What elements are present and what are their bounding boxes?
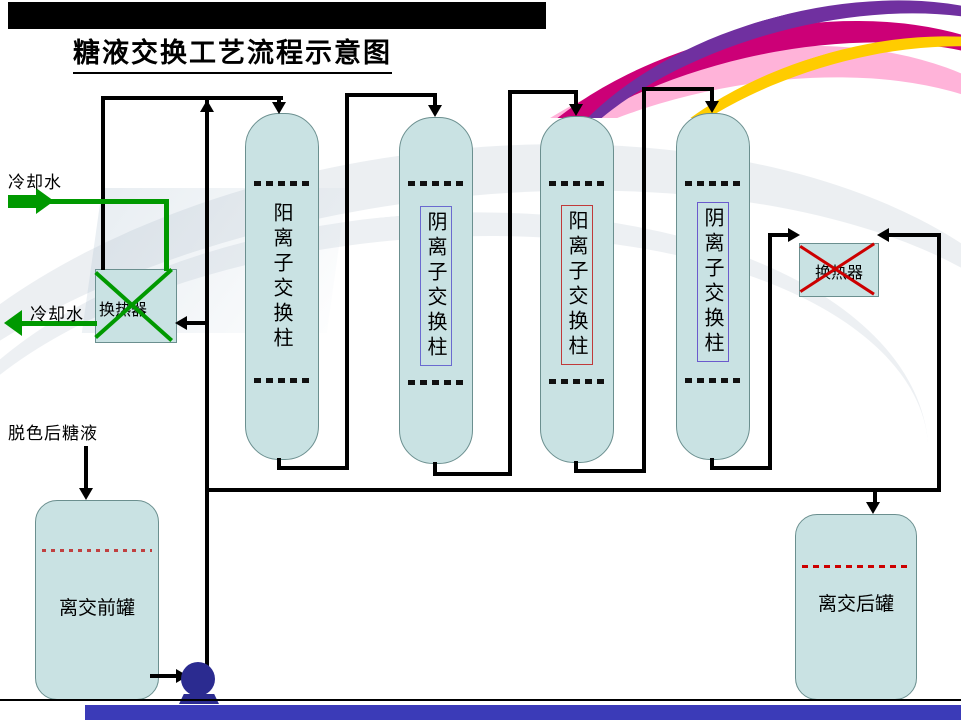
flow-arrow-left-icon bbox=[175, 316, 187, 330]
pipe-segment bbox=[937, 233, 941, 492]
pipe-segment bbox=[277, 458, 281, 470]
column-4-label: 阴离子交换柱 bbox=[697, 202, 729, 362]
ground-line bbox=[0, 699, 961, 701]
swoosh-magenta bbox=[500, 0, 961, 118]
resin-bed-line bbox=[549, 181, 605, 186]
pipe-segment bbox=[574, 469, 646, 473]
feed-liquid-label: 脱色后糖液 bbox=[8, 424, 98, 444]
column-3-label: 阳离子交换柱 bbox=[561, 205, 593, 365]
post-exchange-tank-label: 离交后罐 bbox=[817, 593, 894, 615]
cooling-water-arrow-left-icon bbox=[4, 310, 22, 336]
pipe-segment bbox=[101, 96, 283, 100]
resin-bed-line bbox=[685, 181, 741, 186]
pipe-segment bbox=[710, 458, 714, 470]
pump-icon bbox=[181, 662, 215, 696]
pipe-segment bbox=[642, 87, 646, 473]
resin-bed-line bbox=[254, 378, 310, 383]
pipe-segment bbox=[277, 466, 349, 470]
pre-exchange-tank-label: 离交前罐 bbox=[58, 597, 135, 619]
liquid-level-line bbox=[42, 549, 152, 552]
pipe-segment bbox=[574, 90, 578, 104]
pipe-segment bbox=[887, 233, 941, 237]
cooling-water-arrow-right-icon bbox=[36, 188, 54, 214]
column-1-label: 阳离子交换柱 bbox=[270, 202, 294, 352]
page-title: 糖液交换工艺流程示意图 bbox=[73, 31, 392, 74]
resin-bed-line bbox=[408, 380, 464, 385]
pipe-segment bbox=[873, 488, 877, 504]
flow-arrow-right-icon bbox=[788, 228, 800, 242]
ion-exchange-column-2: 阴离子交换柱 bbox=[399, 117, 473, 464]
cooling-water-line bbox=[8, 195, 38, 208]
flow-arrow-up-icon bbox=[200, 100, 214, 112]
flow-arrow-down-icon bbox=[705, 101, 719, 113]
pipe-segment bbox=[433, 472, 512, 476]
pipe-segment bbox=[205, 100, 209, 683]
top-black-bar bbox=[8, 2, 546, 29]
cooling-water-line bbox=[8, 199, 168, 204]
pipe-segment bbox=[345, 93, 437, 97]
pipe-segment bbox=[345, 93, 349, 470]
cooling-water-out-label: 冷却水 bbox=[30, 305, 84, 325]
cooling-water-line bbox=[164, 199, 169, 271]
swoosh-pink bbox=[500, 0, 961, 118]
flow-arrow-left-icon bbox=[877, 228, 889, 242]
pipe-segment bbox=[710, 466, 772, 470]
ion-exchange-column-1: 阳离子交换柱 bbox=[245, 113, 319, 460]
pipe-segment bbox=[710, 87, 714, 101]
pre-exchange-tank: 离交前罐 bbox=[35, 500, 159, 700]
swoosh-purple bbox=[500, 0, 961, 118]
flow-arrow-down-icon bbox=[569, 104, 583, 116]
pipe-segment bbox=[185, 321, 209, 325]
pipe-segment bbox=[150, 674, 178, 678]
flow-arrow-down-icon bbox=[272, 102, 286, 114]
resin-bed-line bbox=[254, 181, 310, 186]
pipe-segment bbox=[277, 96, 281, 104]
pipe-segment bbox=[205, 488, 941, 492]
pipe-segment bbox=[508, 90, 578, 94]
pipe-segment bbox=[642, 87, 714, 91]
header-decoration bbox=[500, 0, 961, 118]
liquid-level-line bbox=[802, 565, 910, 568]
flow-arrow-down-icon bbox=[79, 488, 93, 500]
pipe-segment bbox=[84, 446, 88, 490]
pipe-segment bbox=[768, 233, 772, 470]
cooling-water-line bbox=[18, 321, 97, 326]
resin-bed-line bbox=[408, 181, 464, 186]
flow-arrow-down-icon bbox=[866, 502, 880, 514]
pipe-segment bbox=[433, 93, 437, 105]
flow-arrow-down-icon bbox=[428, 105, 442, 117]
pipe-segment bbox=[433, 462, 437, 476]
column-2-label: 阴离子交换柱 bbox=[420, 206, 452, 366]
pipe-segment bbox=[508, 90, 512, 476]
cooling-water-in-label: 冷却水 bbox=[8, 173, 62, 193]
pipe-segment bbox=[574, 461, 578, 473]
ion-exchange-column-3: 阳离子交换柱 bbox=[540, 116, 614, 463]
post-exchange-tank: 离交后罐 bbox=[795, 514, 917, 700]
swoosh-yellow bbox=[563, 0, 961, 118]
pipe-segment bbox=[101, 96, 105, 270]
resin-bed-line bbox=[685, 378, 741, 383]
pipe-segment bbox=[768, 233, 790, 237]
ion-exchange-column-4: 阴离子交换柱 bbox=[676, 113, 750, 460]
resin-bed-line bbox=[549, 379, 605, 384]
bottom-accent-bar bbox=[85, 705, 961, 720]
